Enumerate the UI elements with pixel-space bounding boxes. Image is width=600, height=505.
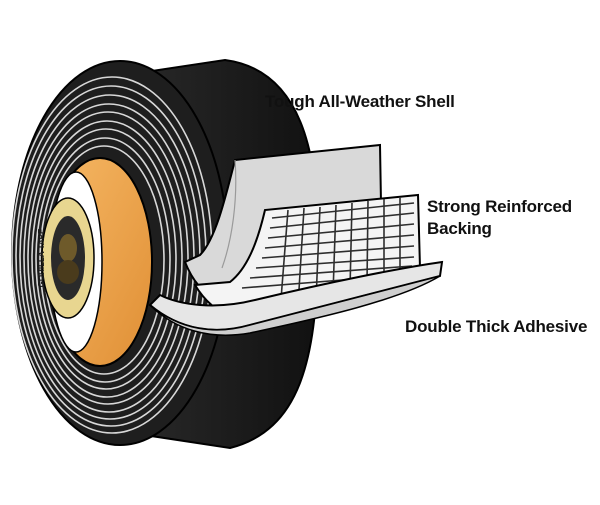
label-backing: Strong Reinforced Backing	[427, 196, 572, 240]
label-adhesive-text: Double Thick Adhesive	[405, 317, 588, 336]
logo-brand-text: GORILLA TAPE	[37, 228, 46, 287]
label-shell-text: Tough All-Weather Shell	[265, 92, 455, 111]
label-shell: Tough All-Weather Shell	[265, 91, 455, 113]
backing-mesh-grid	[241, 197, 415, 313]
label-backing-line1: Strong Reinforced	[427, 197, 572, 216]
gorilla-tape-logo: GORILLA TAPE	[37, 197, 95, 319]
adhesive-underside	[149, 275, 441, 336]
label-adhesive: Double Thick Adhesive	[405, 316, 587, 338]
label-backing-line2: Backing	[427, 219, 492, 238]
layer-shell-edge	[221, 159, 237, 269]
